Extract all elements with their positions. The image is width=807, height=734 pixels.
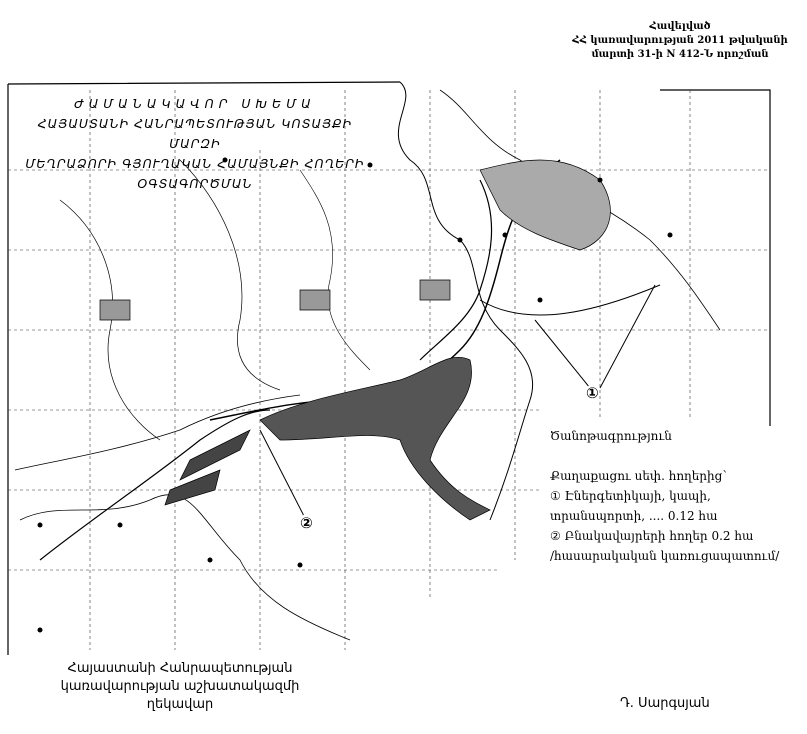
position-line: կառավարության աշխատակազմի (60, 679, 300, 694)
map-title-line: ՕԳՏԱԳՈՐԾՄԱՆ (137, 176, 253, 191)
map-title-line: ՀԱՅԱՍՏԱՆԻ ՀԱՆՐԱՊԵՏՈՒԹՅԱՆ ԿՈՏԱՅՔԻ ՄԱՐԶԻ (37, 116, 353, 151)
signatory-name: Դ. Սարգսյան (620, 696, 710, 711)
position-line: ղեկավար (146, 697, 214, 712)
legend-subtitle: Քաղաքացու սեփ. հողերից՝ (550, 469, 727, 483)
callout-1: ① (586, 384, 599, 402)
header-line: մարտի 31-ի N 412-Ն որոշման (591, 49, 769, 60)
map-title-line: ՄԵՂՐԱՁՈՐԻ ԳՅՈՒՂԱԿԱՆ ՀԱՄԱՅՆՔԻ ՀՈՂԵՐԻ (25, 156, 365, 171)
header-line: Հավելված (649, 21, 711, 32)
position-line: Հայաստանի Հանրապետության (67, 661, 293, 676)
urban-area (99, 159, 611, 521)
legend-item-2: ② Բնակավայրերի հողեր 0.2 հա (550, 529, 754, 543)
approval-header: Հավելված ՀՀ կառավարության 2011 թվականի մ… (560, 20, 800, 62)
signatory-position: Հայաստանի Հանրապետության կառավարության ա… (50, 660, 310, 714)
legend-item-2-cont: /հասարակական կառուցապատում/ (550, 549, 780, 563)
legend-item-1-cont: տրանսպորտի, .... 0.12 հա (550, 509, 718, 523)
legend-title: Ծանոթագրություն (550, 429, 672, 443)
header-line: ՀՀ կառավարության 2011 թվականի (572, 35, 788, 46)
map-title-line: ԺԱՄԱՆԱԿԱՎՈՐ ՍԽԵՄԱ (74, 96, 316, 111)
callout-2: ② (300, 514, 313, 532)
legend-item-1: ① Էներգետիկայի, կապի, (550, 489, 711, 503)
legend: Ծանոթագրություն Քաղաքացու սեփ. հողերից՝ … (550, 426, 780, 566)
map-title: ԺԱՄԱՆԱԿԱՎՈՐ ՍԽԵՄԱ ՀԱՅԱՍՏԱՆԻ ՀԱՆՐԱՊԵՏՈՒԹՅ… (10, 94, 380, 194)
